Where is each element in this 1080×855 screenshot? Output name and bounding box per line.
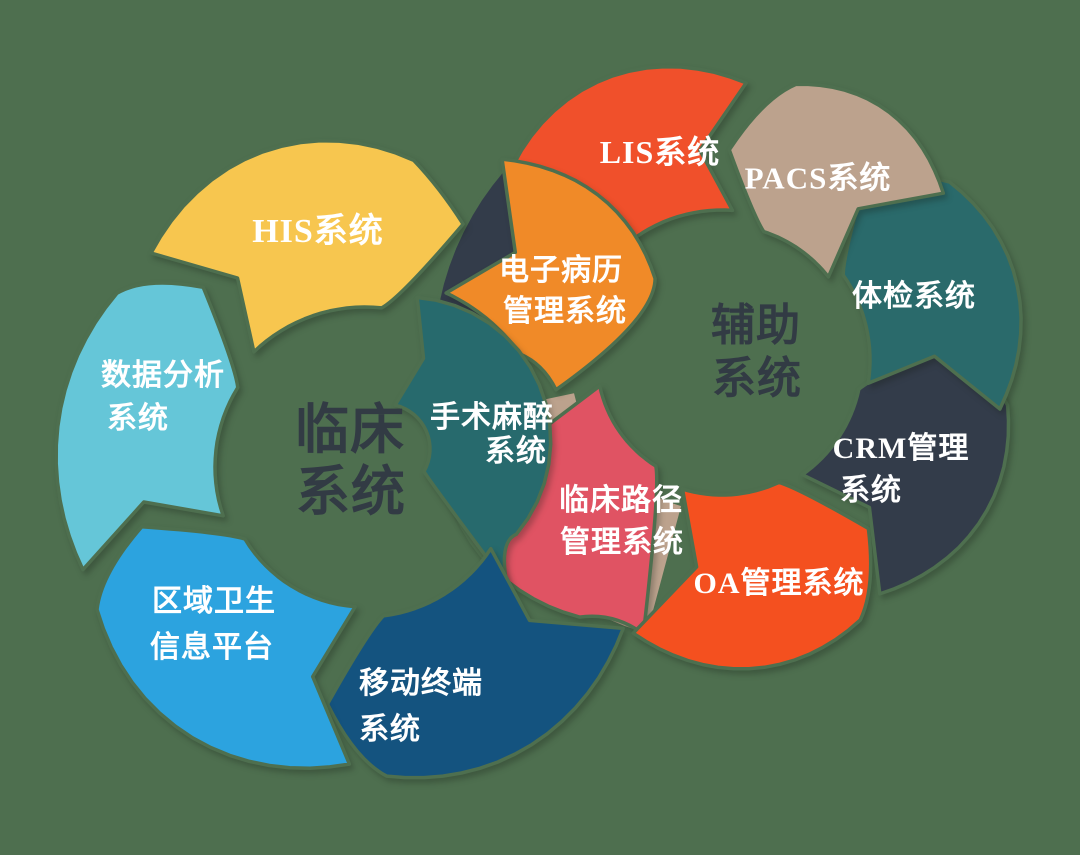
- petal-oa: [631, 480, 873, 671]
- label-pathway-line2: 管理系统: [560, 526, 684, 559]
- label-his: HIS系统: [252, 213, 384, 250]
- label-checkup: 体检系统: [852, 280, 976, 313]
- label-anesthesia-line2: 系统: [485, 435, 547, 468]
- label-analytics-line2: 系统: [107, 402, 169, 435]
- title-auxiliary-line1: 辅助: [711, 301, 801, 350]
- label-regional-line1: 区域卫生: [152, 585, 276, 618]
- label-mobile-line1: 移动终端: [359, 667, 483, 700]
- petal-emr: [444, 157, 657, 392]
- petal-mobile: [325, 546, 625, 780]
- title-clinical-line1: 临床: [295, 400, 405, 460]
- label-analytics-line1: 数据分析: [101, 359, 225, 392]
- label-oa: OA管理系统: [693, 567, 865, 600]
- petal-anesthesia: [393, 295, 553, 586]
- label-lis: LIS系统: [599, 134, 721, 170]
- label-mobile-line2: 系统: [359, 713, 421, 746]
- petal-pacs: [727, 82, 946, 279]
- title-auxiliary-line2: 系统: [712, 354, 802, 403]
- label-anesthesia-line1: 手术麻醉: [430, 401, 554, 434]
- label-pathway-line1: 临床路径: [559, 484, 683, 517]
- label-emr-line2: 管理系统: [503, 295, 627, 328]
- label-emr-line1: 电子病历: [499, 254, 623, 287]
- label-crm-line1: CRM管理: [832, 432, 970, 465]
- petal-analytics: [54, 281, 240, 572]
- petal-his: [149, 139, 465, 354]
- label-crm-line2: 系统: [840, 474, 902, 507]
- title-clinical-line2: 系统: [296, 462, 406, 522]
- label-regional-line2: 信息平台: [150, 631, 274, 664]
- petal-regional: [95, 525, 357, 770]
- label-pacs: PACS系统: [744, 160, 892, 196]
